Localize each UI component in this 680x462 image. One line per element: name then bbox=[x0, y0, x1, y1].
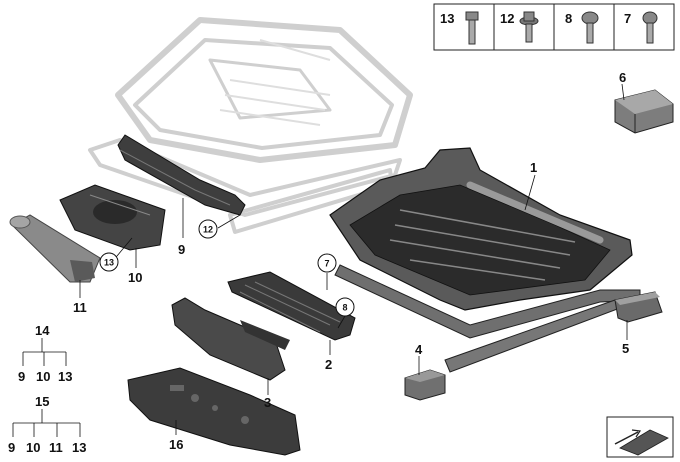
callout-5: 5 bbox=[622, 341, 629, 356]
tree-14-child-1: 9 bbox=[18, 369, 25, 384]
tree-14: 14 9 10 13 bbox=[18, 323, 72, 384]
callout-2: 2 bbox=[325, 357, 332, 372]
callout-11: 11 bbox=[73, 300, 87, 315]
tree-15-child-3: 11 bbox=[49, 440, 63, 455]
part-1-seat-frame bbox=[329, 147, 641, 373]
tree-14-child-3: 13 bbox=[58, 369, 72, 384]
fastener-header-12: 12 bbox=[500, 11, 514, 26]
bolt-12-icon bbox=[519, 11, 539, 43]
tree-15-child-4: 13 bbox=[72, 440, 86, 455]
callout-1: 1 bbox=[530, 160, 537, 175]
leader-lines bbox=[12, 83, 628, 437]
tree-15: 15 9 10 11 13 bbox=[8, 394, 86, 455]
tree-15-root: 15 bbox=[35, 394, 49, 409]
fastener-table: 13 12 8 7 bbox=[433, 3, 675, 51]
part-6-block bbox=[614, 89, 674, 134]
part-10-cover-shell bbox=[59, 184, 166, 251]
part-2-seat-pan bbox=[227, 271, 356, 341]
orientation-pictogram bbox=[606, 416, 674, 458]
fastener-header-8: 8 bbox=[565, 11, 572, 26]
callout-8-circle: 8 bbox=[335, 297, 355, 317]
ghost-seat-details bbox=[219, 39, 331, 126]
fastener-header-7: 7 bbox=[624, 11, 631, 26]
callout-13: 13 bbox=[104, 258, 114, 268]
part-11-cylinder-cover bbox=[9, 214, 101, 283]
part-3-front-bracket bbox=[171, 297, 290, 381]
fastener-header-13: 13 bbox=[440, 11, 454, 26]
callout-10: 10 bbox=[128, 270, 142, 285]
bolt-13-icon bbox=[465, 11, 479, 45]
callout-4: 4 bbox=[415, 342, 423, 357]
callout-7: 7 bbox=[324, 259, 329, 269]
callout-7-circle: 7 bbox=[317, 253, 337, 273]
callout-12: 12 bbox=[203, 225, 213, 235]
callout-8: 8 bbox=[342, 303, 347, 313]
callout-12-circle: 12 bbox=[198, 219, 218, 239]
callout-13-circle: 13 bbox=[99, 252, 119, 272]
tree-14-root: 14 bbox=[35, 323, 50, 338]
callout-9: 9 bbox=[178, 242, 185, 257]
tree-14-child-2: 10 bbox=[36, 369, 50, 384]
callout-16: 16 bbox=[169, 437, 183, 452]
frame-springs bbox=[389, 209, 576, 281]
tree-15-child-1: 9 bbox=[8, 440, 15, 455]
part-4-small-block bbox=[404, 369, 446, 401]
bolt-7-icon bbox=[642, 11, 658, 44]
part-16-base-plate bbox=[127, 367, 301, 456]
callout-6: 6 bbox=[619, 70, 626, 85]
bolt-8-icon bbox=[581, 11, 599, 44]
part-9-side-panel bbox=[117, 134, 246, 216]
part-5-clip-cover bbox=[614, 291, 663, 323]
callout-3: 3 bbox=[264, 395, 271, 410]
tree-15-child-2: 10 bbox=[26, 440, 40, 455]
